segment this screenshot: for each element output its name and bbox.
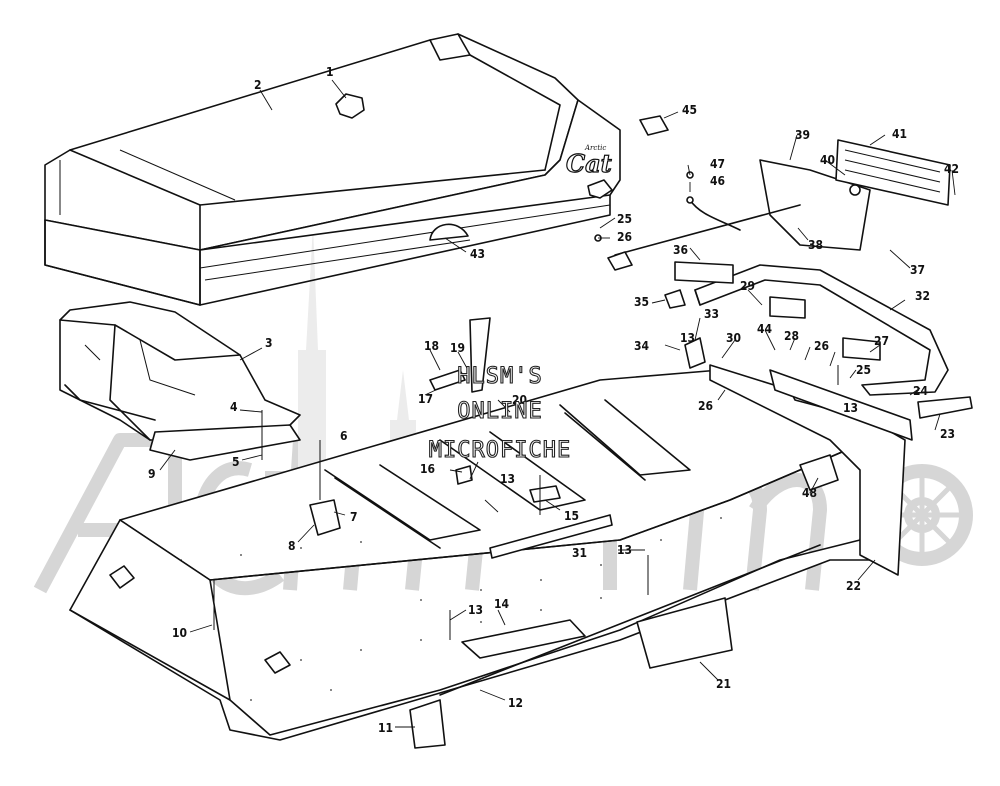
callout-24: 24 — [913, 384, 929, 398]
callout-26-a: 26 — [617, 230, 632, 244]
seat-cushion — [44, 33, 579, 251]
callout-2: 2 — [254, 78, 262, 92]
callout-42: 42 — [944, 162, 959, 176]
callout-13-a: 13 — [500, 472, 515, 486]
watermark-line-2: ONLINE — [457, 399, 542, 424]
bracket-15 — [529, 485, 561, 503]
watermark-line-3: MICROFICHE — [429, 438, 571, 463]
callout-36: 36 — [673, 243, 688, 257]
callout-19: 19 — [450, 341, 465, 355]
callout-1: 1 — [326, 65, 334, 79]
rear-bumper — [694, 264, 949, 396]
rear-flap-and-brackets — [409, 364, 973, 749]
callout-13-c: 13 — [468, 603, 483, 617]
callout-4: 4 — [230, 400, 238, 414]
callout-47: 47 — [710, 157, 725, 171]
small-hardware — [213, 115, 839, 640]
callout-12: 12 — [508, 696, 523, 710]
gasket-strip — [489, 514, 613, 559]
seat-emblem — [335, 93, 365, 119]
callout-6: 6 — [340, 429, 348, 443]
callout-11: 11 — [378, 721, 393, 735]
callout-29: 29 — [740, 279, 755, 293]
taillight-lens — [835, 139, 951, 206]
taillight-assembly — [607, 139, 951, 271]
callout-3: 3 — [265, 336, 273, 350]
bracket-right — [636, 597, 733, 669]
watermark-text: HLSM'S ONLINE MICROFICHE — [428, 363, 571, 463]
callout-37: 37 — [910, 263, 925, 277]
callout-39: 39 — [795, 128, 810, 142]
callout-18: 18 — [424, 339, 439, 353]
watermark-line-1: HLSM'S — [457, 364, 542, 389]
callout-13-b: 13 — [617, 543, 632, 557]
callout-20: 20 — [512, 393, 527, 407]
decals — [674, 261, 881, 361]
callout-numbers: 1 2 3 4 5 6 7 8 9 10 11 12 13 13 13 13 1… — [148, 65, 959, 735]
callout-28: 28 — [784, 329, 799, 343]
seat-logo-small: Arctic — [584, 144, 606, 152]
callout-21: 21 — [716, 677, 731, 691]
callout-44: 44 — [757, 322, 773, 336]
callout-43: 43 — [470, 247, 485, 261]
callout-13-e: 13 — [843, 401, 858, 415]
callout-34: 34 — [634, 339, 650, 353]
bulb — [849, 184, 861, 196]
callout-31: 31 — [572, 546, 587, 560]
seat-latch-plate — [587, 179, 613, 199]
callout-14: 14 — [494, 597, 510, 611]
seat-logo-large: Cat — [566, 149, 612, 178]
callout-35: 35 — [634, 295, 649, 309]
callout-23: 23 — [940, 427, 955, 441]
post-18 — [469, 317, 491, 393]
callout-13-d: 13 — [680, 331, 695, 345]
callout-40: 40 — [820, 153, 835, 167]
callout-26-b: 26 — [814, 339, 829, 353]
side-rail — [439, 544, 821, 696]
callout-25-a: 25 — [617, 212, 632, 226]
callout-32: 32 — [915, 289, 930, 303]
callout-45: 45 — [682, 103, 697, 117]
callout-15: 15 — [564, 509, 579, 523]
callout-10: 10 — [172, 626, 187, 640]
tunnel-chassis — [69, 369, 891, 741]
callout-25-b: 25 — [856, 363, 871, 377]
tunnel-cutout-side — [264, 651, 291, 674]
bracket-left — [409, 699, 446, 749]
tunnel-cutout-front — [109, 565, 135, 589]
plate-7 — [309, 499, 341, 536]
callout-9: 9 — [148, 467, 156, 481]
callout-46: 46 — [710, 174, 725, 188]
tunnel-vent — [461, 619, 586, 659]
console-housing — [59, 301, 301, 461]
callout-22: 22 — [846, 579, 861, 593]
hinge — [799, 454, 839, 491]
seat-clip — [429, 223, 469, 241]
clip-45 — [639, 115, 669, 136]
leader-lines — [159, 79, 956, 728]
callout-33: 33 — [704, 307, 719, 321]
callout-30: 30 — [726, 331, 741, 345]
callout-48: 48 — [802, 486, 817, 500]
callout-17: 17 — [418, 392, 433, 406]
callout-41: 41 — [892, 127, 907, 141]
callout-8: 8 — [288, 539, 296, 553]
callout-38: 38 — [808, 238, 823, 252]
reflector-strip — [917, 396, 973, 419]
tunnel-holes — [180, 517, 722, 701]
callout-27: 27 — [874, 334, 889, 348]
seat-assembly: Arctic Cat — [44, 33, 621, 306]
callout-5: 5 — [232, 455, 240, 469]
callout-16: 16 — [420, 462, 435, 476]
callout-26-c: 26 — [698, 399, 713, 413]
callout-7: 7 — [350, 510, 358, 524]
